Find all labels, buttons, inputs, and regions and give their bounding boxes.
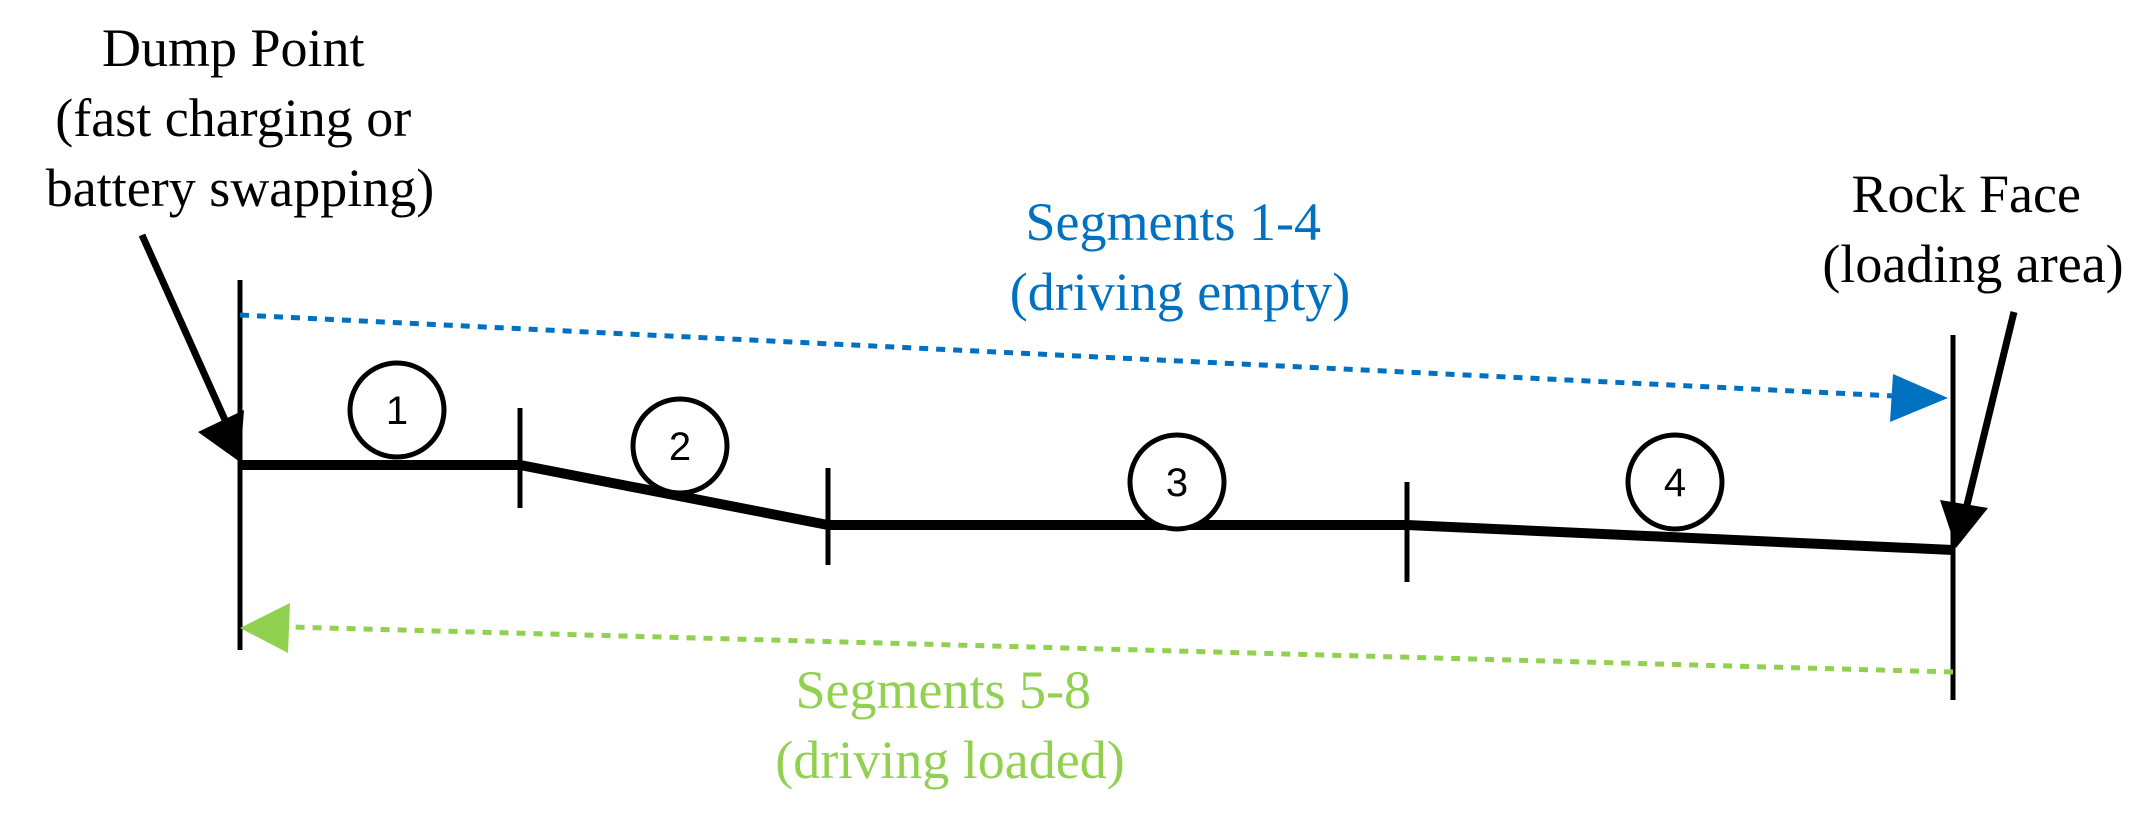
segment-circle-1 [347, 360, 447, 460]
rock-face-line-2: (loading area) [1822, 234, 2123, 294]
road-profile [240, 460, 1954, 555]
empty-route-line-1: Segments 1-4 [1026, 192, 1321, 252]
segment-marker-2: 2 [630, 396, 730, 496]
empty-route-label: Segments 1-4 (driving empty) [1010, 192, 1350, 322]
empty-route-line-2: (driving empty) [1010, 262, 1350, 322]
dump-point-label: Dump Point (fast charging or battery swa… [46, 18, 434, 218]
segment-marker-1: 1 [347, 360, 447, 460]
loaded-route-arrowhead [240, 603, 290, 653]
segment-number-4: 4 [1664, 461, 1686, 505]
rock-face-pointer-arrowhead [1940, 500, 1988, 548]
dump-point-line-1: Dump Point [102, 18, 365, 78]
loaded-route-line-1: Segments 5-8 [796, 660, 1091, 720]
rock-face-pointer-line [1963, 311, 2018, 506]
segment-marker-3: 3 [1127, 432, 1227, 532]
dump-point-line-2: (fast charging or [55, 88, 411, 148]
empty-route-arrowhead [1890, 374, 1948, 422]
rock-face-label: Rock Face (loading area) [1822, 164, 2123, 294]
segment-number-2: 2 [669, 425, 691, 469]
loaded-route-arrow-line [289, 624, 1954, 675]
segment-circle-4 [1625, 432, 1725, 532]
loaded-route-line-2: (driving loaded) [775, 730, 1124, 790]
segment-marker-4: 4 [1625, 432, 1725, 532]
segment-number-3: 3 [1166, 461, 1188, 505]
loaded-route-label: Segments 5-8 (driving loaded) [775, 660, 1124, 790]
segment-circle-2 [630, 396, 730, 496]
empty-route-arrow-line [239, 312, 1896, 399]
segment-number-1: 1 [386, 389, 408, 433]
dump-point-line-3: battery swapping) [46, 158, 434, 218]
dump-point-pointer-arrowhead [198, 410, 244, 462]
rock-face-line-1: Rock Face [1852, 164, 2081, 224]
dump-point-pointer-line [138, 233, 229, 422]
segment-circle-3 [1127, 432, 1227, 532]
